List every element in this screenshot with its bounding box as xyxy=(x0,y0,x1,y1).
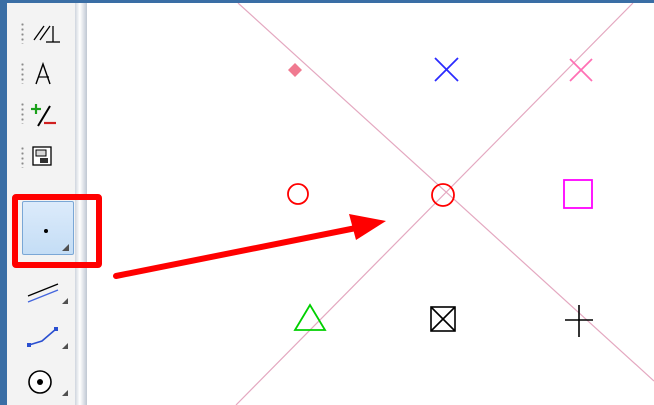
angle-bisector-tool[interactable] xyxy=(28,58,68,98)
view-fragment-icon xyxy=(32,146,52,166)
construction-line-ascending xyxy=(235,2,634,405)
angle-bisector-icon xyxy=(35,61,51,85)
circle-center-tool[interactable] xyxy=(24,364,72,404)
triangle-point-style xyxy=(293,303,327,331)
perpendicular-tool[interactable] xyxy=(28,18,68,58)
polyline-tool[interactable] xyxy=(24,315,72,355)
x-cross-point-style xyxy=(434,57,459,82)
line-segment-icon xyxy=(27,283,68,304)
split-segment-tool[interactable] xyxy=(28,98,68,138)
toolbar-grip xyxy=(21,146,24,168)
toolbar-grip xyxy=(21,62,24,84)
line-segment-tool[interactable] xyxy=(24,272,72,312)
window-left-border xyxy=(0,0,7,405)
x-cross-point-style-pink xyxy=(569,58,593,82)
circle-point-style xyxy=(287,183,309,205)
perpendicular-icon xyxy=(33,25,60,43)
point-icon xyxy=(44,229,69,251)
point-tool[interactable] xyxy=(22,201,74,255)
plus-point-style xyxy=(565,305,593,337)
annotation-highlight-box xyxy=(12,194,102,268)
split-segment-icon xyxy=(31,104,56,127)
toolbar-grip xyxy=(21,22,24,44)
intersection-circle-point xyxy=(431,183,455,207)
circle-center-icon xyxy=(28,370,68,396)
view-fragment-tool[interactable] xyxy=(28,140,68,180)
crossed-square-point-style xyxy=(430,306,456,332)
drawing-canvas[interactable] xyxy=(88,2,654,405)
toolbar-grip xyxy=(21,102,24,124)
dot-point-style xyxy=(288,63,302,77)
window-top-border xyxy=(0,0,654,3)
square-point-style xyxy=(563,179,593,209)
toolbar-rail xyxy=(75,3,87,405)
polyline-icon xyxy=(27,327,68,349)
